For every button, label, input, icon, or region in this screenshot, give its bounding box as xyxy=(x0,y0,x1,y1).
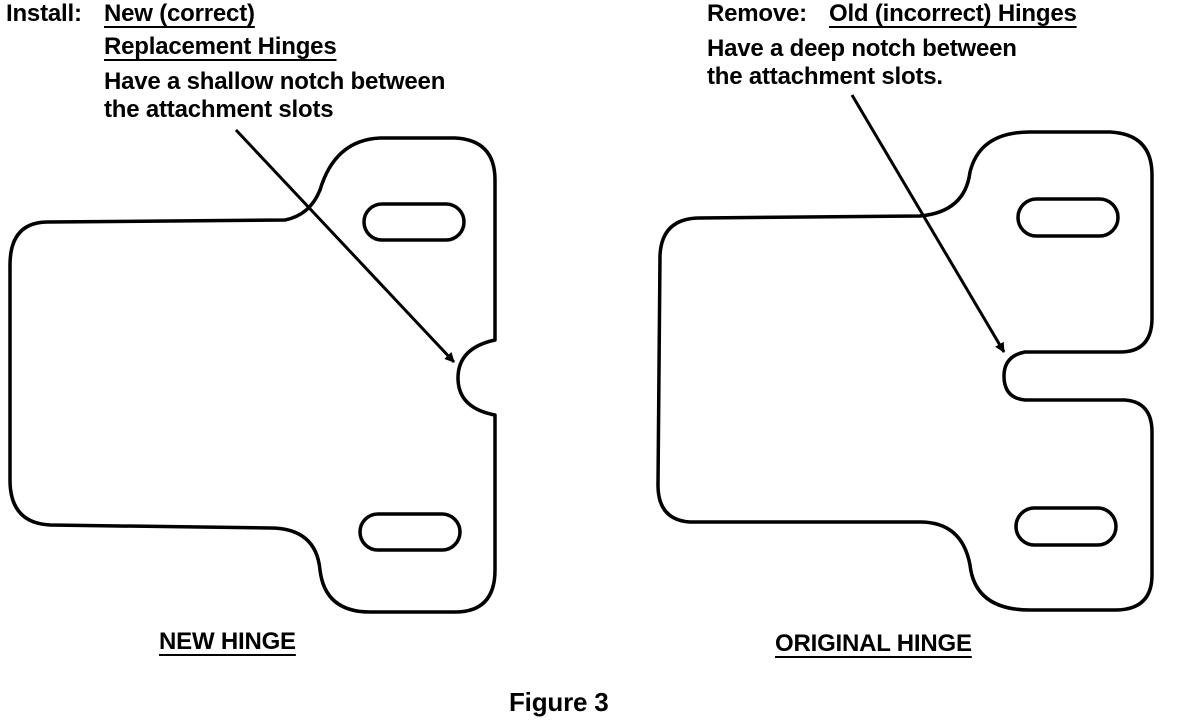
original-hinge-lower-slot xyxy=(1014,506,1118,547)
original-hinge-caption: ORIGINAL HINGE xyxy=(775,630,972,657)
new-hinge-lower-slot xyxy=(358,512,462,552)
remove-hinge-name: Old (incorrect) Hinges xyxy=(829,0,1077,27)
install-hinge-type: New (correct) xyxy=(104,0,255,27)
install-description-line2: the attachment slots xyxy=(104,96,334,123)
install-description-line1: Have a shallow notch between xyxy=(104,68,446,95)
new-hinge-outline xyxy=(8,136,497,614)
original-hinge-notch-leader-arrow xyxy=(850,94,1006,353)
remove-description-line1: Have a deep notch between xyxy=(707,35,1017,62)
original-hinge-upper-slot xyxy=(1016,197,1120,238)
original-hinge-drawing xyxy=(656,94,1154,612)
new-hinge-upper-slot xyxy=(362,202,466,242)
figure-caption: Figure 3 xyxy=(509,687,609,717)
remove-label: Remove: xyxy=(707,0,807,27)
new-hinge-drawing xyxy=(8,128,497,614)
new-hinge-caption: NEW HINGE xyxy=(159,628,296,655)
remove-description-line2: the attachment slots. xyxy=(707,63,943,90)
original-hinge-outline xyxy=(656,130,1154,612)
install-hinge-name: Replacement Hinges xyxy=(104,33,337,60)
install-label: Install: xyxy=(6,0,82,27)
new-hinge-notch-leader-arrow xyxy=(234,128,456,364)
